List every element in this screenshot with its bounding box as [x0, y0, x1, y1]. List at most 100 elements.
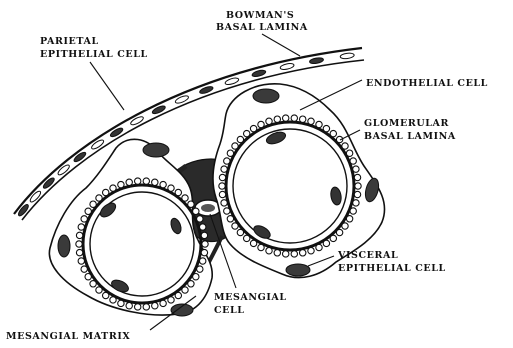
- foot-process: [316, 121, 322, 127]
- mesangial-cell-chromatin: [201, 204, 215, 212]
- parietal-cell-nucleus: [251, 69, 266, 78]
- foot-process: [197, 266, 203, 272]
- foot-process: [308, 118, 314, 124]
- foot-process: [90, 201, 96, 207]
- foot-process: [350, 158, 356, 164]
- parietal-cell-nucleus: [224, 77, 239, 86]
- parietal-cell-nucleus: [57, 163, 71, 176]
- parietal-cell-nucleus: [340, 52, 355, 59]
- leader-bowmans-basal-lamina: [262, 34, 300, 56]
- visceral-epithelial-cell-nucleus: [143, 143, 169, 157]
- foot-process: [143, 178, 149, 184]
- foot-process: [250, 240, 256, 246]
- foot-process: [76, 249, 82, 255]
- foot-process: [300, 250, 306, 256]
- foot-process: [126, 179, 132, 185]
- foot-process: [182, 195, 188, 201]
- foot-process: [76, 232, 82, 238]
- foot-process: [354, 174, 360, 180]
- foot-process: [219, 174, 225, 180]
- foot-process: [232, 223, 238, 229]
- foot-process: [274, 116, 280, 122]
- foot-process: [126, 303, 132, 309]
- foot-process: [244, 130, 250, 136]
- foot-process: [118, 181, 124, 187]
- parietal-cell-nucleus: [42, 176, 56, 189]
- foot-process: [350, 208, 356, 214]
- foot-process: [227, 216, 233, 222]
- foot-process: [353, 166, 359, 172]
- foot-process: [323, 125, 329, 131]
- foot-process: [103, 292, 109, 298]
- foot-process: [182, 287, 188, 293]
- foot-process: [193, 208, 199, 214]
- foot-process: [291, 115, 297, 121]
- parietal-cell-nucleus: [309, 57, 324, 65]
- foot-process: [346, 216, 352, 222]
- foot-process: [188, 281, 194, 287]
- visceral-epithelial-cell-nucleus: [286, 264, 310, 276]
- label-mesangial-matrix: MESANGIAL MATRIX: [6, 331, 130, 342]
- foot-process: [308, 248, 314, 254]
- visceral-epithelial-cell-nucleus: [58, 235, 70, 257]
- foot-process: [201, 249, 207, 255]
- foot-process: [221, 200, 227, 206]
- foot-process: [224, 208, 230, 214]
- parietal-cell-nucleus: [280, 62, 295, 70]
- foot-process: [224, 158, 230, 164]
- foot-process: [135, 304, 141, 310]
- foot-process: [200, 258, 206, 264]
- label-visceral-epithelial-cell: VISCERAL EPITHELIAL CELL: [337, 250, 446, 274]
- foot-process: [266, 248, 272, 254]
- foot-process: [232, 143, 238, 149]
- foot-process: [96, 195, 102, 201]
- capillary-loop-right: [213, 84, 385, 278]
- foot-process: [135, 178, 141, 184]
- label-endothelial-cell: ENDOTHELIAL CELL: [366, 78, 488, 89]
- foot-process: [353, 200, 359, 206]
- foot-process: [354, 191, 360, 197]
- foot-process: [201, 232, 207, 238]
- foot-process: [346, 150, 352, 156]
- foot-process: [221, 166, 227, 172]
- foot-process: [250, 125, 256, 131]
- foot-process: [110, 297, 116, 303]
- foot-process: [193, 274, 199, 280]
- foot-process: [291, 251, 297, 257]
- foot-process: [81, 216, 87, 222]
- foot-process: [152, 303, 158, 309]
- foot-process: [76, 241, 82, 247]
- foot-process: [237, 136, 243, 142]
- foot-process: [78, 258, 84, 264]
- foot-process: [336, 229, 342, 235]
- leader-parietal-epithelial-cell: [90, 62, 124, 110]
- foot-process: [168, 297, 174, 303]
- foot-process: [81, 266, 87, 272]
- foot-process: [96, 287, 102, 293]
- foot-process: [175, 292, 181, 298]
- foot-process: [342, 223, 348, 229]
- foot-process: [110, 185, 116, 191]
- foot-process: [244, 235, 250, 241]
- capillary-lumen-right: [233, 129, 347, 243]
- foot-process: [330, 235, 336, 241]
- label-parietal-epithelial-cell: PARIETAL EPITHELIAL CELL: [40, 36, 148, 60]
- foot-process: [197, 216, 203, 222]
- foot-process: [300, 116, 306, 122]
- foot-process: [219, 183, 225, 189]
- foot-process: [175, 189, 181, 195]
- parietal-cell-nucleus: [29, 190, 42, 204]
- foot-process: [342, 143, 348, 149]
- foot-process: [258, 244, 264, 250]
- label-mesangial-cell: MESANGIAL CELL: [214, 292, 291, 316]
- foot-process: [316, 244, 322, 250]
- foot-process: [283, 115, 289, 121]
- foot-process: [202, 241, 208, 247]
- foot-process: [160, 181, 166, 187]
- foot-process: [118, 300, 124, 306]
- foot-process: [237, 229, 243, 235]
- label-glomerular-basal-lamina: GLOMERULAR BASAL LAMINA: [364, 118, 456, 142]
- foot-process: [152, 179, 158, 185]
